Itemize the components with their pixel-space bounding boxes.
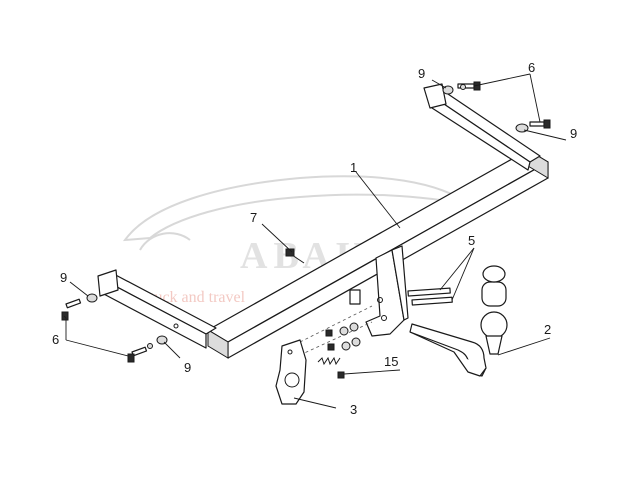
callout-2: 2 [544, 322, 551, 337]
leader-9-left-bottom [163, 341, 181, 359]
center-bracket-flange [391, 245, 409, 321]
washer-1 [339, 326, 349, 336]
leader-1 [355, 171, 401, 229]
callout-labels: 1 2 3 5 6 6 7 9 9 9 9 15 [52, 60, 577, 417]
callout-1: 1 [350, 160, 357, 175]
leader-9-left-top [69, 281, 89, 297]
spring-coil [317, 356, 341, 366]
nut-2 [327, 343, 335, 351]
bracket-hole-2 [381, 315, 387, 321]
long-bolt-upper [407, 287, 451, 297]
main-beam-end [207, 329, 229, 359]
leader-lines [63, 73, 567, 409]
callout-6-top: 6 [528, 60, 535, 75]
callout-9-top-right: 9 [570, 126, 577, 141]
watermark-tagline: tuck and travel [150, 289, 246, 306]
bracket-hole-1 [377, 297, 383, 303]
spring-15 [317, 356, 345, 379]
tow-ball-2 [409, 265, 508, 377]
bolt-6-left-top [65, 298, 82, 309]
left-mount-plate [97, 269, 119, 297]
leader-7 [261, 223, 293, 253]
nut-1 [325, 329, 333, 337]
crossbar-assembly [97, 83, 549, 359]
leader-3 [293, 397, 337, 409]
leader-9-top-left [431, 79, 447, 89]
tow-ball-cap [481, 281, 507, 307]
bolt-6-left-top-head [61, 311, 69, 321]
leader-2 [497, 337, 551, 356]
fastener-cluster [299, 305, 373, 356]
leader-6-left-a [63, 315, 67, 340]
spring-nut [337, 371, 345, 379]
callout-5: 5 [468, 233, 475, 248]
callout-15: 15 [384, 354, 398, 369]
watermark-car-wheel [139, 232, 191, 251]
leader-6-top-a [473, 73, 531, 87]
bolt-6-right-head [543, 119, 551, 129]
socket-plate-hole [284, 372, 300, 388]
right-mount-plate [423, 83, 447, 109]
leader-6-top-b [529, 73, 541, 123]
leader-5a [439, 247, 475, 291]
callout-6-left: 6 [52, 332, 59, 347]
callout-9-left-top: 9 [60, 270, 67, 285]
leader-15 [343, 369, 401, 375]
left-fasteners [61, 293, 168, 363]
left-arm-hole [173, 323, 179, 329]
tow-neck [409, 323, 487, 377]
socket-plate [275, 339, 307, 405]
tow-ball-collar [485, 335, 503, 355]
leader-6-left-b [65, 339, 129, 357]
leader-9-top-right [523, 129, 567, 141]
washer-4 [351, 337, 361, 347]
top-right-fasteners [442, 81, 551, 133]
bolts-5 [407, 287, 453, 306]
callout-7: 7 [250, 210, 257, 225]
leader-5b [451, 247, 475, 301]
long-bolt-lower [411, 296, 453, 306]
callout-3: 3 [350, 402, 357, 417]
right-side-arm-face [431, 95, 531, 171]
bolt-6-left-bottom-head [127, 353, 135, 363]
tow-ball [480, 311, 508, 339]
bolt-7 [285, 248, 305, 264]
socket-plate-3 [275, 339, 307, 405]
callout-9-top-left: 9 [418, 66, 425, 81]
washer-9-left-bottom [156, 335, 168, 345]
callout-9-left-bottom: 9 [184, 360, 191, 375]
washer-2 [349, 322, 359, 332]
tow-neck-underside [409, 331, 487, 377]
washer-3 [341, 341, 351, 351]
bolt-7-head [285, 248, 295, 257]
bolt-6-right [529, 121, 545, 127]
tow-ball-cap-top [482, 265, 506, 283]
washer-9-left-top [86, 293, 98, 303]
bracket-tab [349, 289, 361, 305]
